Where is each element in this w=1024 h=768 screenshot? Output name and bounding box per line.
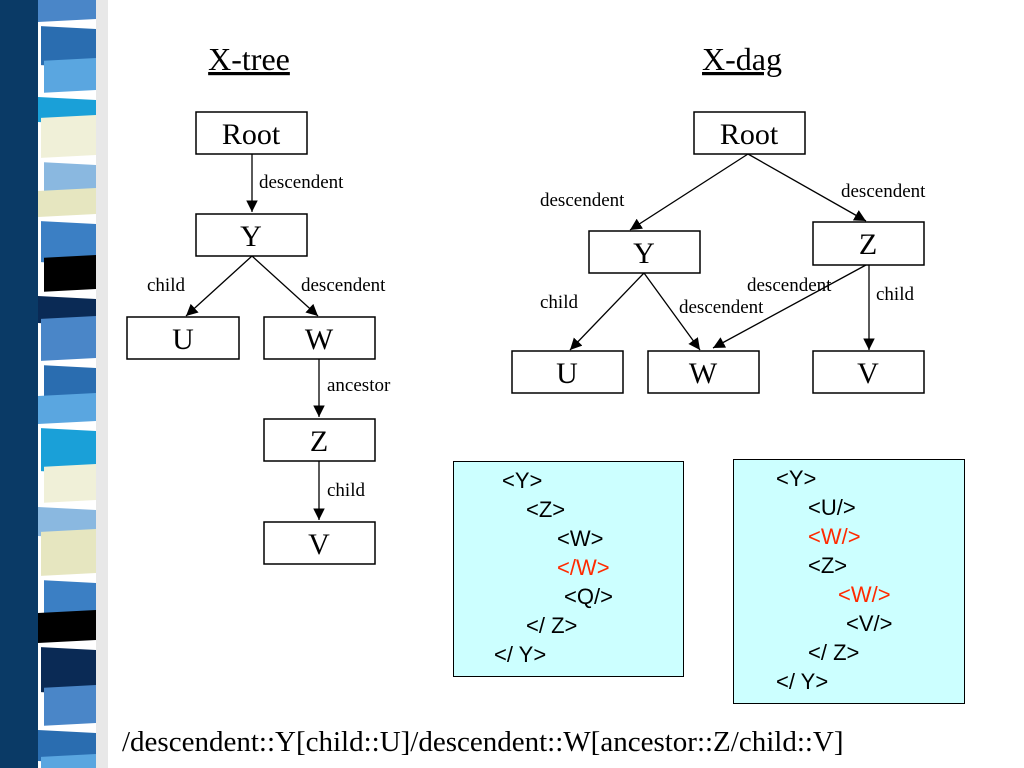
svg-text:W: W (305, 323, 334, 356)
title-x-tree: X-tree (208, 41, 290, 77)
x-dag: descendent descendent child descendent d… (511, 111, 926, 394)
xml-right-line-4: <W/> (838, 582, 891, 607)
xtree-edge-y-u (185, 255, 253, 317)
svg-text:Y: Y (240, 220, 262, 253)
svg-text:V: V (857, 357, 879, 390)
svg-text:W: W (689, 357, 718, 390)
xml-right-line-2: <W/> (808, 524, 861, 549)
xtree-node-y: Y (195, 213, 308, 257)
xtree-label-z-v: child (327, 480, 365, 501)
xtree-node-u: U (126, 316, 240, 360)
xml-left-line-3: </W> (557, 555, 610, 580)
xml-right-line-5: <V/> (846, 611, 893, 636)
xdag-edge-root-y (629, 153, 749, 231)
xml-box-left: <Y> <Z> <W> </W> <Q/> </ Z> </ Y> (453, 461, 684, 677)
svg-text:Z: Z (859, 228, 877, 261)
xdag-edge-y-u (569, 272, 645, 351)
xdag-label-z-w: descendent (747, 275, 832, 296)
xpath-expression: /descendent::Y[child::U]/descendent::W[a… (122, 726, 844, 758)
xml-left-line-1: <Z> (526, 497, 566, 522)
xml-left-line-6: </ Y> (494, 642, 547, 667)
x-tree: descendent child descendent ancestor chi… (126, 111, 391, 565)
xml-right-line-6: </ Z> (808, 640, 860, 665)
xtree-node-v: V (263, 521, 376, 565)
xdag-node-root: Root (693, 111, 806, 155)
svg-text:Root: Root (222, 118, 281, 151)
svg-text:U: U (172, 323, 194, 356)
xdag-node-y: Y (588, 230, 701, 274)
xtree-label-y-w: descendent (301, 275, 386, 296)
xdag-label-root-z: descendent (841, 181, 926, 202)
xml-left-line-0: <Y> (502, 468, 543, 493)
xdag-node-u: U (511, 350, 624, 394)
svg-text:Y: Y (633, 237, 655, 270)
svg-text:U: U (556, 357, 578, 390)
decorative-stripe (0, 0, 110, 768)
xml-left-line-5: </ Z> (526, 613, 578, 638)
xtree-node-z: Z (263, 418, 376, 462)
xdag-label-z-v: child (876, 284, 914, 305)
xml-right-line-3: <Z> (808, 553, 848, 578)
xdag-edge-y-w (643, 272, 701, 351)
xdag-edge-z-w (712, 264, 867, 349)
xml-left-line-2: <W> (557, 526, 604, 551)
xtree-edge-y-w (251, 255, 319, 317)
xdag-label-y-w: descendent (679, 297, 764, 318)
xml-right-line-1: <U/> (808, 495, 856, 520)
svg-text:Root: Root (720, 118, 779, 151)
xml-right-line-0: <Y> (776, 466, 817, 491)
xdag-label-root-y: descendent (540, 190, 625, 211)
xml-right-line-7: </ Y> (776, 669, 829, 694)
xtree-label-w-z: ancestor (327, 375, 391, 396)
svg-text:V: V (308, 528, 330, 561)
xml-left-line-4: <Q/> (564, 584, 613, 609)
xtree-node-root: Root (195, 111, 308, 155)
xtree-label-y-u: child (147, 275, 185, 296)
xtree-node-w: W (263, 316, 376, 360)
xtree-label-root-y: descendent (259, 172, 344, 193)
xml-box-right: <Y> <U/> <W/> <Z> <W/> <V/> </ Z> </ Y> (733, 459, 965, 704)
xdag-node-v: V (812, 350, 925, 394)
xdag-label-y-u: child (540, 292, 578, 313)
svg-text:Z: Z (310, 425, 328, 458)
title-x-dag: X-dag (702, 41, 782, 77)
xdag-node-z: Z (812, 221, 925, 266)
xdag-node-w: W (647, 350, 760, 394)
xdag-edge-root-z (747, 153, 867, 222)
